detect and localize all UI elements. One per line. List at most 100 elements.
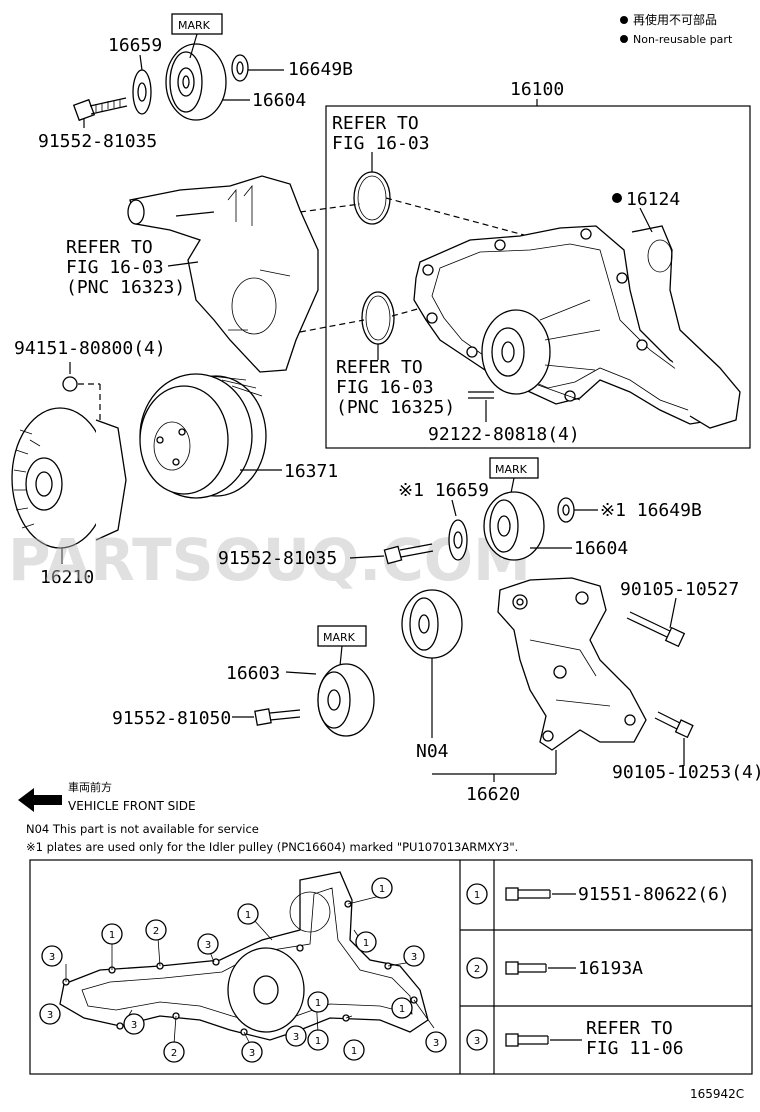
bolt-icon — [505, 1033, 549, 1047]
bolt-icon — [654, 711, 694, 739]
gasket-callout: 1 — [307, 991, 329, 1013]
refer-c-line2: FIG 16-03 — [336, 377, 434, 398]
gasket-diagram — [59, 871, 429, 1041]
part-number-16604-mid: 16604 — [574, 538, 628, 559]
idler-pulley-top-group: MARK 16659 16649B 16604 91552-81035 — [38, 13, 353, 152]
part-number-16371: 16371 — [284, 461, 338, 482]
svg-text:3: 3 — [131, 1020, 137, 1031]
refer-c-line1: REFER TO — [336, 357, 423, 378]
idler-pulley-icon — [317, 663, 375, 737]
note-1: ※1 plates are used only for the Idler pu… — [26, 840, 518, 854]
row-number: 1 — [474, 890, 480, 901]
idler-pulley-16603-group: MARK 16603 91552-81050 — [112, 625, 375, 737]
fan-pulley-icon — [139, 373, 267, 499]
refer-b-line3: (PNC 16323) — [66, 277, 185, 298]
water-pump-assembly-box: 16100 REFER TO FIG 16-03 REFER TO FIG 16… — [299, 79, 751, 449]
idler-pulley-icon — [401, 589, 463, 659]
water-pump-icon — [413, 225, 741, 429]
part-number-16210: 16210 — [40, 567, 94, 588]
gasket-callout: 3 — [285, 1025, 307, 1047]
tensioner-bracket-group: N04 90105-10527 90105-10253(4) — [401, 577, 760, 805]
gasket-callout: 3 — [41, 945, 63, 967]
o-ring-icon — [353, 171, 391, 225]
gasket-callout: 1 — [101, 923, 123, 945]
gasket-callout: 3 — [123, 1013, 145, 1035]
nut-icon — [62, 376, 78, 392]
svg-text:3: 3 — [47, 1010, 53, 1021]
part-number-92122-80818: 92122-80818(4) — [428, 424, 580, 445]
tensioner-bracket-icon — [497, 577, 647, 751]
svg-text:1: 1 — [399, 1004, 405, 1015]
table-row: 2 16193A — [466, 957, 643, 979]
part-number-16659: 16659 — [108, 35, 162, 56]
gasket-callout: 1 — [391, 997, 413, 1019]
row-text: 16193A — [578, 958, 643, 979]
mark-label: MARK — [178, 19, 211, 32]
watermark: PARTSOUQ.COM — [8, 526, 531, 594]
svg-text:3: 3 — [205, 940, 211, 951]
svg-text:3: 3 — [249, 1048, 255, 1059]
gasket-callout: 1 — [237, 903, 259, 925]
svg-text:1: 1 — [363, 938, 369, 949]
nonreusable-dot-icon — [612, 193, 622, 203]
svg-text:1: 1 — [379, 884, 385, 895]
refer-b-line1: REFER TO — [66, 237, 153, 258]
svg-text:3: 3 — [293, 1032, 299, 1043]
row-text: FIG 11-06 — [586, 1038, 684, 1059]
part-number-91552-81050: 91552-81050 — [112, 708, 231, 729]
gasket-callout: 2 — [145, 919, 167, 941]
fan-clutch-icon — [11, 407, 127, 549]
svg-text:1: 1 — [351, 1046, 357, 1057]
part-number-90105-10253: 90105-10253(4) — [612, 762, 760, 783]
gasket-callout: 2 — [163, 1041, 185, 1063]
gasket-callout: 3 — [425, 1031, 447, 1053]
bolt-icon — [254, 708, 301, 726]
svg-text:2: 2 — [171, 1048, 177, 1059]
gasket-callout: 1 — [307, 1029, 329, 1051]
part-number-16124: 16124 — [626, 189, 680, 210]
table-row: 3 REFER TO FIG 11-06 — [466, 1018, 684, 1059]
fan-clutch-group: 94151-80800(4) 16210 16371 — [11, 338, 338, 588]
part-number-16649b-note: ※1 16649B — [600, 500, 702, 521]
front-jp: 車両前方 — [68, 780, 112, 794]
part-number-90105-10527: 90105-10527 — [620, 579, 739, 600]
refer-b-line2: FIG 16-03 — [66, 257, 164, 278]
svg-text:1: 1 — [315, 1036, 321, 1047]
part-number-16659-note: ※1 16659 — [398, 480, 489, 501]
gasket-callout: 3 — [403, 945, 425, 967]
water-inlet-icon — [129, 175, 319, 373]
part-number-91552-81035-mid: 91552-81035 — [218, 548, 337, 569]
gasket-callout: 3 — [197, 933, 219, 955]
part-number-16620: 16620 — [466, 784, 520, 805]
idler-pulley-icon — [165, 43, 227, 121]
bolt-icon — [72, 97, 128, 122]
legend-jp-note: 再使用不可部品 — [633, 12, 717, 27]
gasket-bolt-panel: 3 1 2 3 1 1 1 3 3 2 3 3 1 1 3 1 3 1 1 91… — [29, 859, 753, 1075]
part-number-16603: 16603 — [226, 663, 280, 684]
row-number: 3 — [474, 1036, 480, 1047]
svg-text:3: 3 — [49, 952, 55, 963]
note-n04: N04 This part is not available for servi… — [26, 822, 259, 836]
svg-text:1: 1 — [109, 930, 115, 941]
part-number-N04: N04 — [416, 741, 449, 762]
part-number-16604: 16604 — [252, 90, 306, 111]
nonreusable-dot-icon — [620, 35, 628, 43]
part-number-16649b: 16649B — [288, 59, 353, 80]
figure-id: 165942C — [690, 1087, 744, 1101]
gasket-callout: 1 — [355, 931, 377, 953]
water-inlet-housing: REFER TO FIG 16-03 (PNC 16323) — [66, 175, 319, 373]
nonreusable-dot-icon — [620, 16, 628, 24]
bolt-icon — [383, 543, 434, 565]
svg-text:3: 3 — [433, 1038, 439, 1049]
bolt-icon — [505, 961, 547, 975]
arrow-left-icon — [18, 788, 62, 812]
refer-c-line3: (PNC 16325) — [336, 397, 455, 418]
svg-text:1: 1 — [315, 998, 321, 1009]
svg-text:2: 2 — [153, 926, 159, 937]
legend-en-note: Non-reusable part — [633, 33, 733, 46]
svg-text:3: 3 — [411, 952, 417, 963]
table-row: 1 91551-80622(6) — [466, 883, 730, 905]
row-number: 2 — [474, 964, 480, 975]
refer-a-line1: REFER TO — [332, 113, 419, 134]
